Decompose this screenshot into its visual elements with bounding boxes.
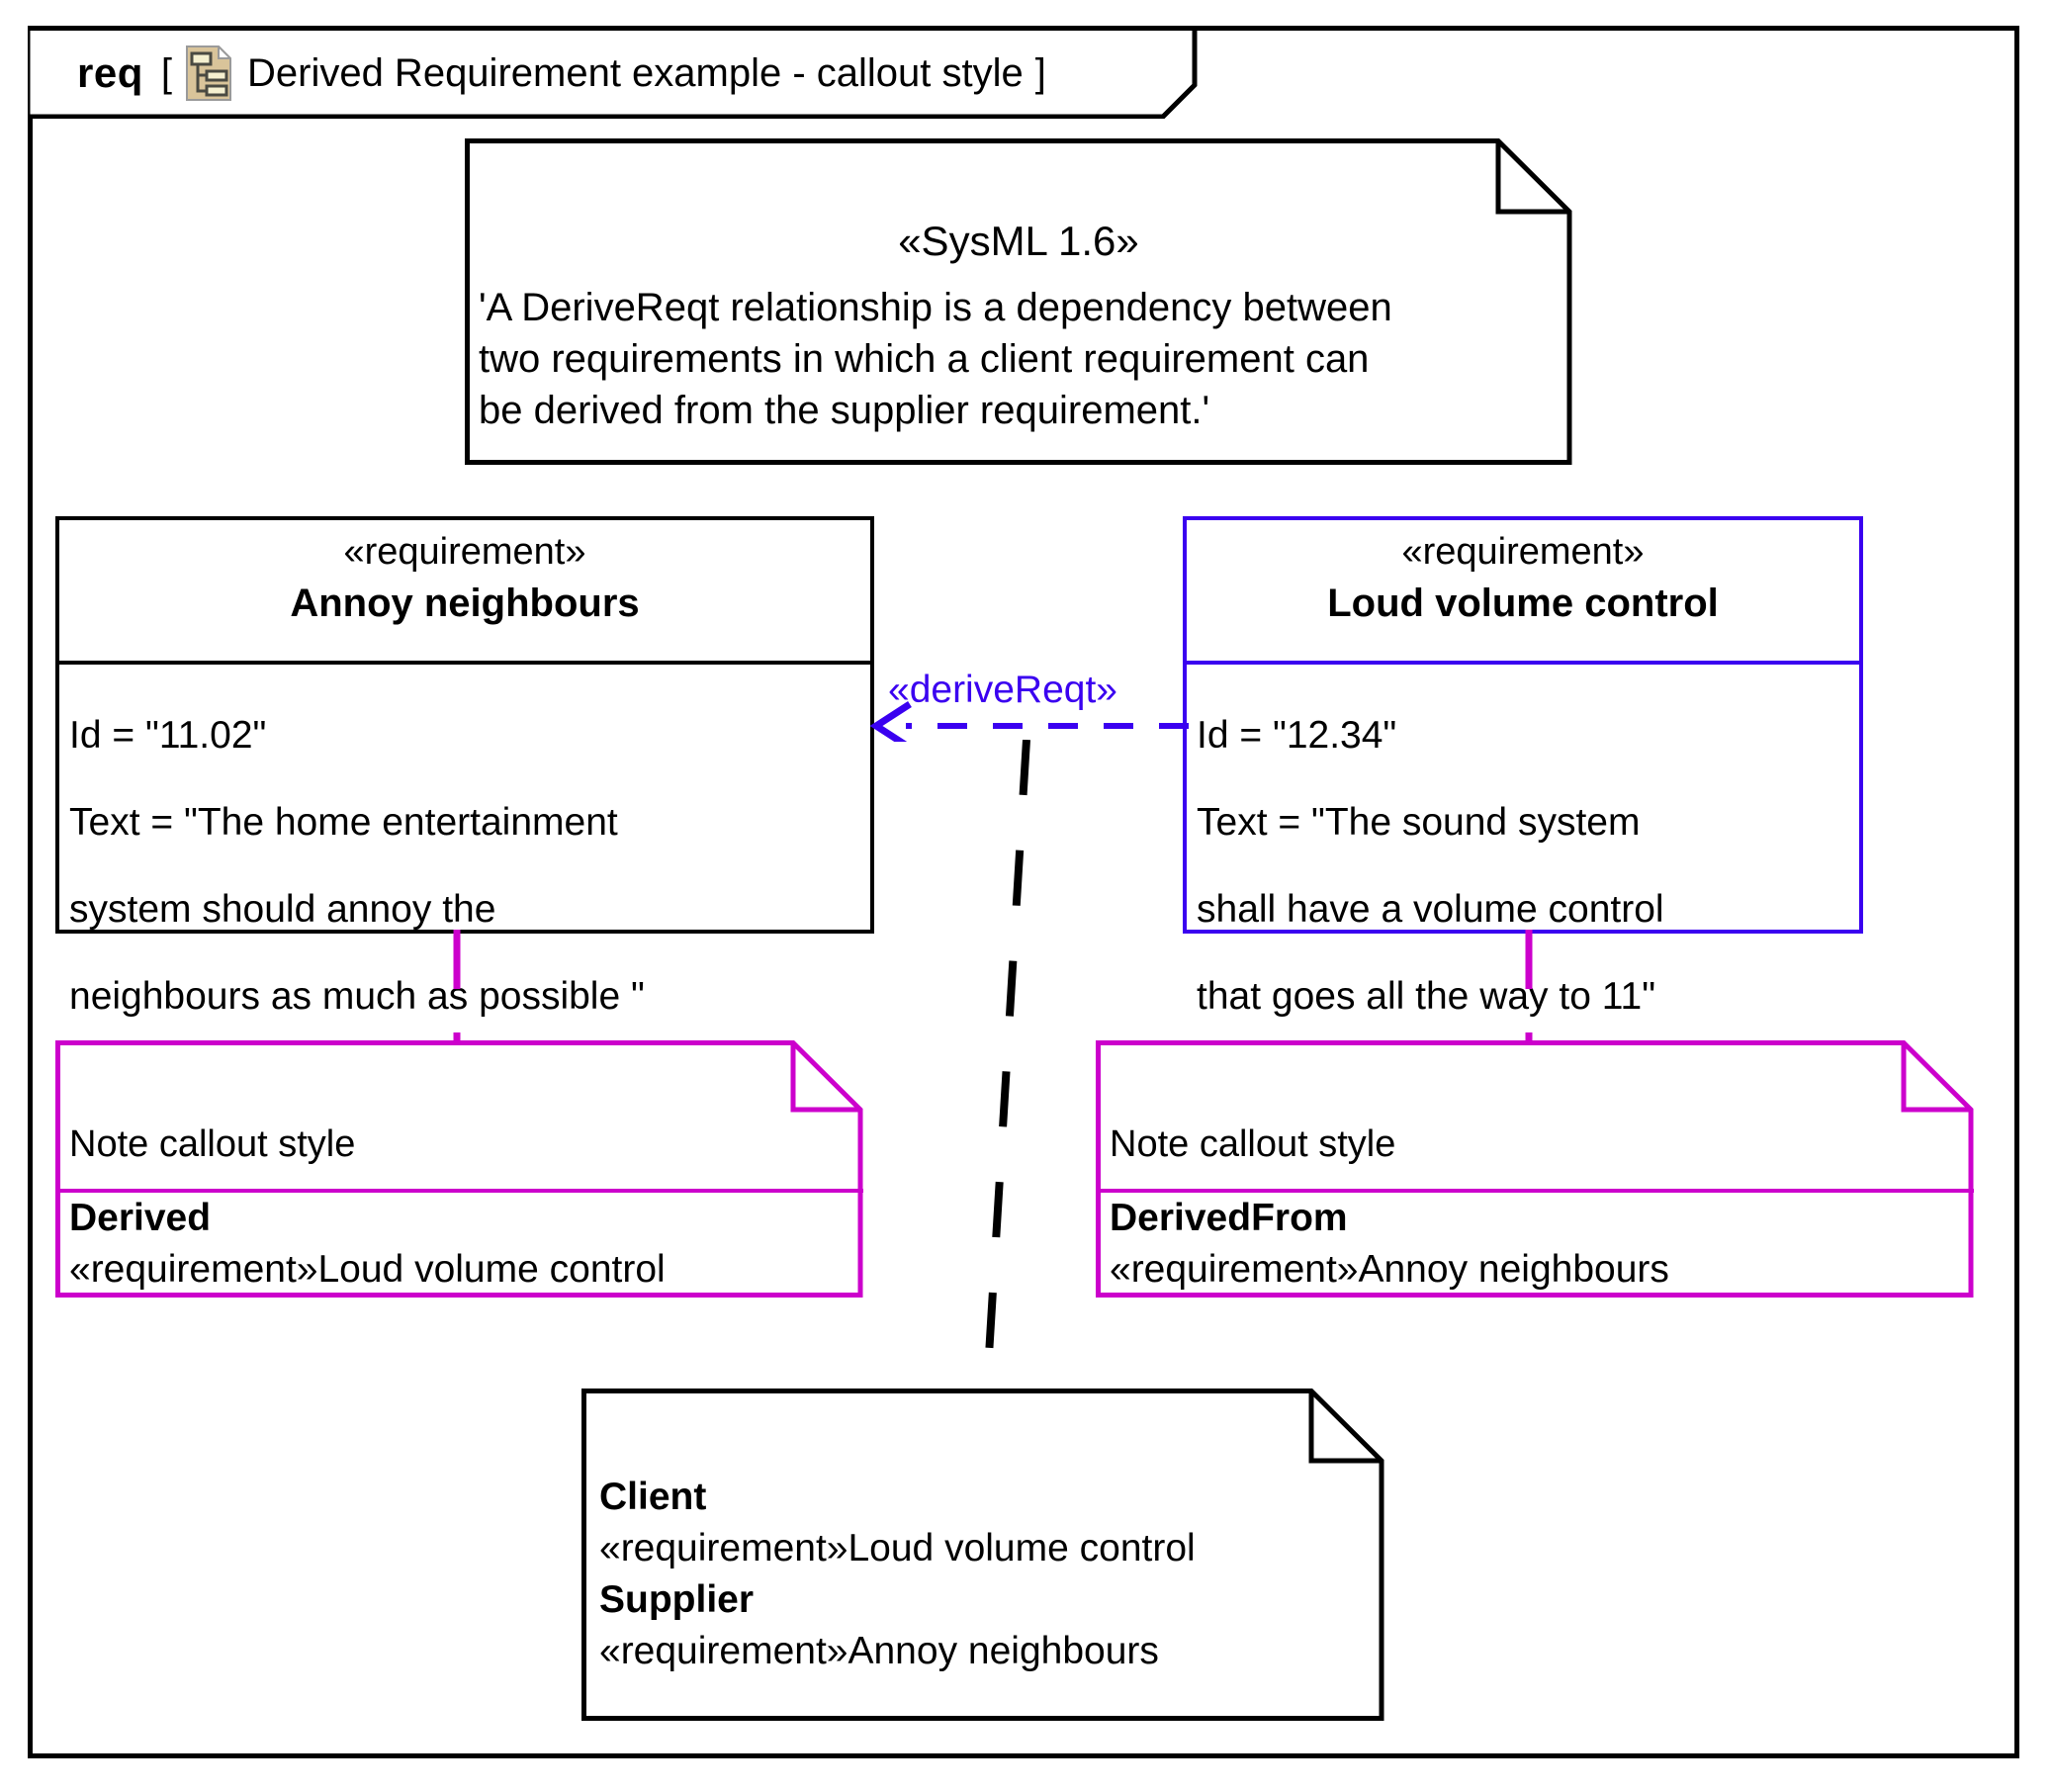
requirement-box-annoy-neighbours[interactable]: «requirement» Annoy neighbours Id = "11.… [55,516,874,1018]
spec-note-stereotype: «SysML 1.6» [898,218,1139,264]
callout-anchor-line-derived [450,930,464,1044]
requirement-stereotype: «requirement» [343,531,586,573]
callout-separator [55,1189,863,1193]
requirement-name: Loud volume control [1327,581,1719,625]
callout-note-derived[interactable]: Note callout style Derived «requirement»… [55,1040,863,1298]
endpoint-note-client-supplier[interactable]: Client «requirement»Loud volume control … [581,1389,1384,1721]
endpoint-supplier-reference: «requirement»Annoy neighbours [599,1630,1159,1672]
callout-anchor-line-derivedfrom [1522,930,1536,1044]
endpoint-supplier-label: Supplier [599,1578,755,1621]
requirement-text-line-1: Text = "The sound system [1197,801,1641,845]
requirement-header-loud-volume-control: «requirement» Loud volume control [1187,520,1859,665]
frame-kind-label: req [77,49,143,96]
callout-kind-label: Derived [69,1197,212,1239]
requirement-text-line-2: system should annoy the [69,888,496,932]
frame-title: Derived Requirement example - callout st… [246,50,1024,95]
callout-reference: «requirement»Loud volume control [69,1248,666,1291]
requirement-name: Annoy neighbours [290,581,640,625]
requirement-header-annoy-neighbours: «requirement» Annoy neighbours [59,520,870,665]
endpoint-client-label: Client [599,1476,707,1518]
callout-reference: «requirement»Annoy neighbours [1110,1248,1669,1291]
derive-reqt-label: «deriveReqt» [888,669,1117,711]
derive-reqt-dependency[interactable] [866,682,1193,751]
diagram-frame-header: req [ Derived Requirement example - call… [28,26,1236,119]
requirement-text-line-3: that goes all the way to 11" [1197,975,1656,1019]
requirement-stereotype: «requirement» [1401,531,1645,573]
spec-note-line-2: two requirements in which a client requi… [479,337,1370,381]
endpoint-client-reference: «requirement»Loud volume control [599,1527,1196,1569]
requirement-text-line-2: shall have a volume control [1197,888,1664,932]
frame-header-label: req [ Derived Requirement example - call… [77,45,1046,101]
callout-header-text: Note callout style [1110,1123,1396,1165]
frame-bracket-open: [ [160,50,172,95]
requirement-text-line-3: neighbours as much as possible " [69,975,645,1019]
spec-note-line-1: 'A DeriveReqt relationship is a dependen… [479,286,1392,329]
callout-separator [1096,1189,1974,1193]
requirement-diagram-icon [185,45,231,101]
requirement-properties-loud-volume-control: Id = "12.34" Text = "The sound system sh… [1187,665,1859,1063]
requirement-id-line: Id = "11.02" [69,714,267,758]
requirement-text-line-1: Text = "The home entertainment [69,801,618,845]
spec-note-line-3: be derived from the supplier requirement… [479,389,1210,432]
sysml-spec-note: «SysML 1.6» 'A DeriveReqt relationship i… [465,138,1572,465]
callout-header-text: Note callout style [69,1123,356,1165]
callout-kind-label: DerivedFrom [1110,1197,1348,1239]
callout-note-derivedfrom[interactable]: Note callout style DerivedFrom «requirem… [1096,1040,1974,1298]
frame-bracket-close: ] [1034,50,1046,95]
requirement-properties-annoy-neighbours: Id = "11.02" Text = "The home entertainm… [59,665,870,1063]
requirement-id-line: Id = "12.34" [1197,714,1397,758]
requirement-box-loud-volume-control[interactable]: «requirement» Loud volume control Id = "… [1183,516,1863,1018]
dependency-anchor-line [949,739,1068,1392]
